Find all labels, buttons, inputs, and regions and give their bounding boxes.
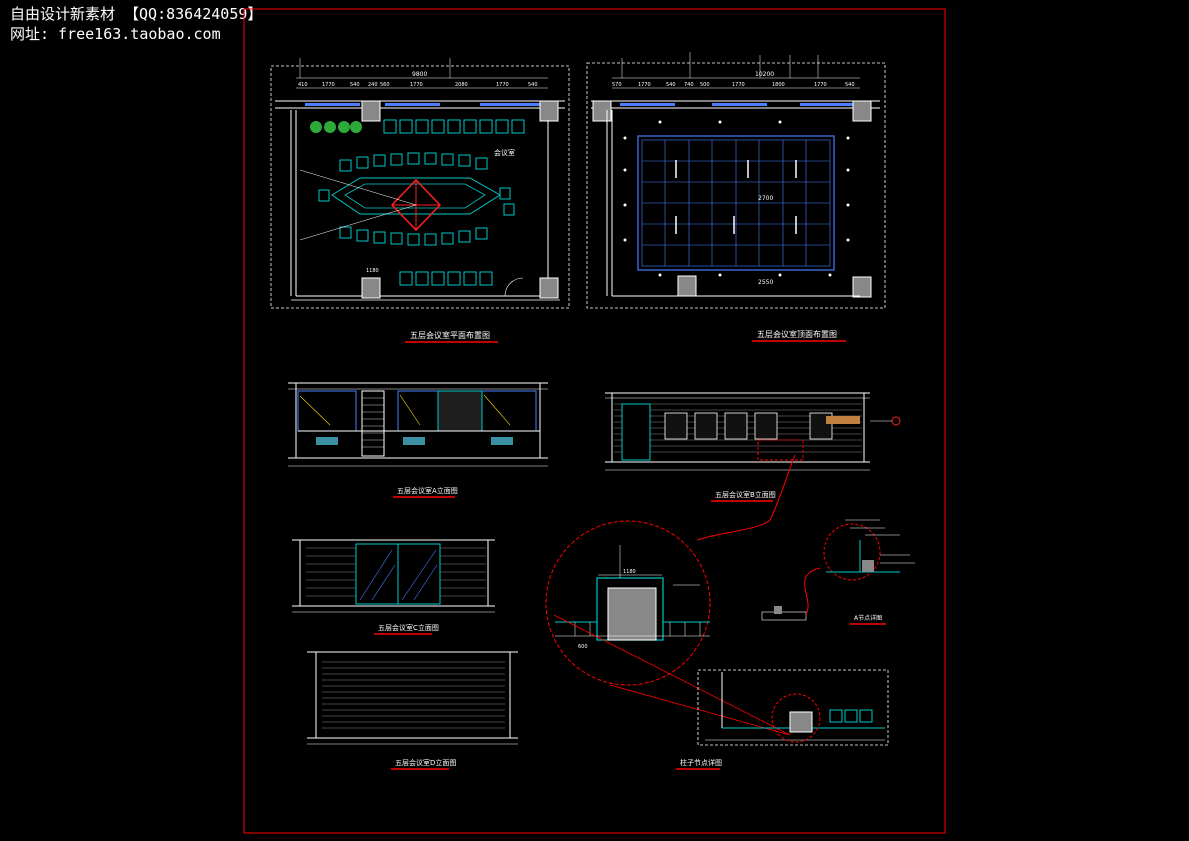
row1-titles: 五层会议室平面布置图 五层会议室顶面布置图 (405, 329, 846, 343)
node-detail-title: A节点详图 (854, 614, 882, 622)
elevation-c: 五层会议室C立面图 (292, 539, 495, 635)
column-detail: 柱子节点详图 (676, 669, 889, 770)
svg-text:540: 540 (528, 82, 538, 88)
elevation-c-title: 五层会议室C立面图 (378, 623, 439, 632)
ceiling-plan: 2700 2550 10200 570 1770 540 740 500 1770 1800… (299, 52, 886, 309)
column-detail-title: 柱子节点详图 (680, 758, 722, 767)
svg-text:1770: 1770 (496, 82, 509, 88)
watermark-line-2: 网址: free163.taobao.com (10, 25, 221, 43)
svg-text:1800: 1800 (772, 82, 785, 88)
ceiling-level-2700: 2700 (758, 195, 773, 202)
room-label: 会议室 (494, 148, 515, 157)
elevation-b-title: 五层会议室B立面图 (715, 490, 776, 499)
svg-text:540: 540 (845, 82, 855, 88)
svg-text:740: 740 (684, 82, 694, 88)
elevation-d-title: 五层会议室D立面图 (395, 758, 456, 767)
svg-text:1770: 1770 (410, 82, 423, 88)
svg-text:570: 570 (612, 82, 622, 88)
elevation-d: 五层会议室D立面图 (307, 651, 518, 770)
detail-dimension-1180: 1180 (623, 569, 636, 575)
svg-text:1180: 1180 (366, 268, 379, 274)
watermark-line-1: 自由设计新素材 【QQ:836424059】 (10, 5, 263, 23)
elevation-b: 五层会议室B立面图 (605, 392, 901, 502)
elevation-a: 五层会议室A立面图 (288, 382, 548, 498)
plan-total-dimension: 9800 (412, 71, 427, 78)
drawing-border (243, 8, 946, 834)
detail-callout: 1180 600 (545, 454, 821, 736)
svg-text:540: 540 (350, 82, 360, 88)
svg-text:2080: 2080 (455, 82, 468, 88)
plan-title: 五层会议室平面布置图 (410, 330, 490, 340)
ceiling-title: 五层会议室顶面布置图 (757, 329, 837, 339)
svg-text:410: 410 (298, 82, 308, 88)
ceiling-level-2550: 2550 (758, 279, 773, 286)
svg-text:1770: 1770 (322, 82, 335, 88)
svg-text:500: 500 (700, 82, 710, 88)
node-detail-a: A节点详图 (823, 519, 915, 625)
elevation-a-title: 五层会议室A立面图 (397, 486, 458, 495)
svg-text:240: 240 (368, 82, 378, 88)
detail-dimension-600: 600 (578, 644, 588, 650)
svg-text:1770: 1770 (732, 82, 745, 88)
svg-text:1770: 1770 (638, 82, 651, 88)
svg-text:1770: 1770 (814, 82, 827, 88)
ceiling-total-dimension: 10200 (755, 71, 774, 78)
svg-text:540: 540 (666, 82, 676, 88)
svg-text:560: 560 (380, 82, 390, 88)
